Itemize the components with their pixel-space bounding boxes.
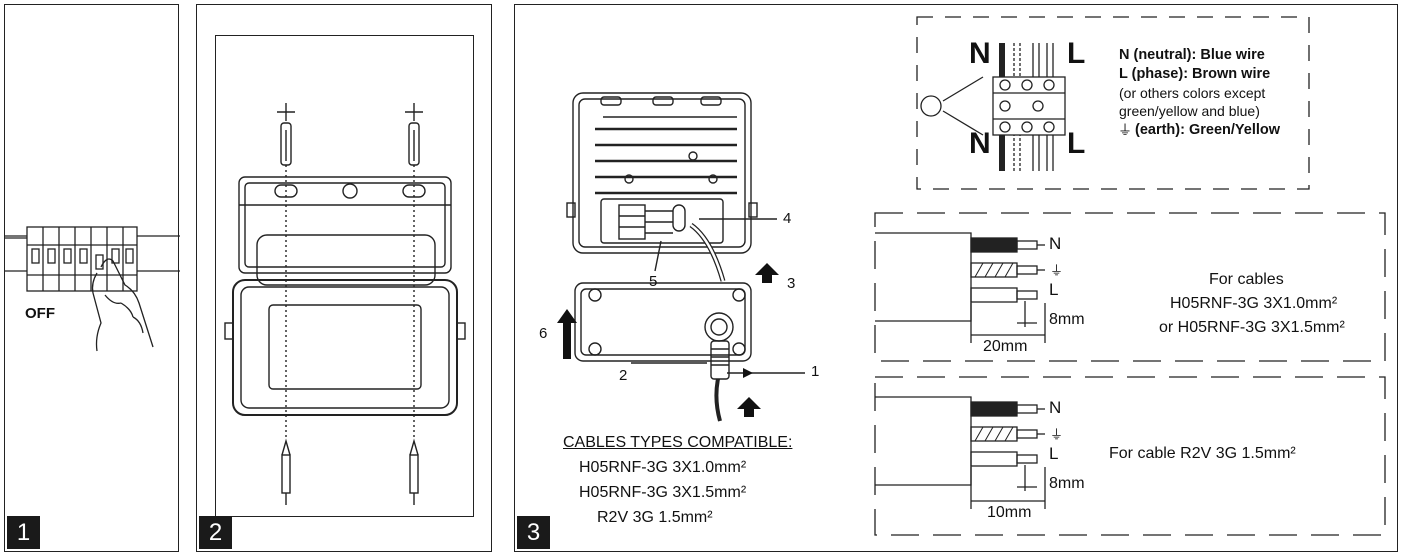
terminal-l-bottom: L: [1067, 127, 1086, 160]
callout-3: 3: [787, 275, 796, 292]
strip1-text-3: or H05RNF-3G 3X1.5mm²: [1159, 319, 1345, 336]
strip1-strip-length: 8mm: [1049, 311, 1085, 328]
cable-type-3: R2V 3G 1.5mm²: [597, 509, 713, 526]
legend-phase-note-2: green/yellow and blue): [1119, 103, 1260, 119]
callout-6: 6: [539, 325, 548, 342]
terminal-n-bottom: N: [969, 127, 991, 160]
strip2-n-label: N: [1049, 398, 1062, 417]
legend-phase: L (phase): Brown wire: [1119, 66, 1271, 82]
cable-type-2: H05RNF-3G 3X1.5mm²: [579, 484, 747, 501]
strip2-l-label: L: [1049, 444, 1059, 463]
step-2-panel: 2: [196, 4, 492, 552]
strip1-earth-icon: ⏚: [1050, 263, 1064, 278]
cable-type-1: H05RNF-3G 3X1.0mm²: [579, 459, 747, 476]
strip1-text-2: H05RNF-3G 3X1.0mm²: [1170, 295, 1338, 312]
legend-earth: (earth): Green/Yellow: [1135, 122, 1281, 138]
wall-frame: [215, 35, 474, 517]
strip1-l-label: L: [1049, 280, 1059, 299]
legend-phase-note-1: (or others colors except: [1119, 85, 1266, 101]
wiring-drawing: [557, 16, 1386, 536]
panel-number-3: 3: [517, 516, 550, 549]
strip2-earth-icon: ⏚: [1050, 427, 1064, 442]
callout-4: 4: [783, 210, 792, 227]
callout-1: 1: [811, 363, 820, 380]
panel-number-1: 1: [7, 516, 40, 549]
strip2-strip-length: 8mm: [1049, 475, 1085, 492]
callout-5: 5: [649, 273, 658, 290]
strip1-text-1: For cables: [1209, 271, 1284, 288]
strip2-text-1: For cable R2V 3G 1.5mm²: [1109, 445, 1296, 462]
terminal-n-top: N: [969, 37, 991, 70]
legend-neutral: N (neutral): Blue wire: [1119, 47, 1265, 63]
off-label: OFF: [25, 305, 55, 322]
strip1-n-label: N: [1049, 234, 1062, 253]
circuit-breaker-drawing: [5, 226, 180, 352]
panel-number-2: 2: [199, 516, 232, 549]
cables-heading: CABLES TYPES COMPATIBLE:: [563, 434, 793, 451]
strip1-jacket-length: 20mm: [983, 338, 1028, 355]
terminal-l-top: L: [1067, 37, 1086, 70]
step-1-panel: OFF 1: [4, 4, 180, 552]
strip2-jacket-length: 10mm: [987, 504, 1032, 521]
step-3-panel: 4 5 3 6 2 1 CABLES TYPES COMPATIBLE: H05…: [514, 4, 1398, 552]
floodlight-mounting-drawing: [224, 103, 466, 505]
callout-2: 2: [619, 367, 628, 384]
earth-icon: ⏚: [1118, 122, 1132, 138]
